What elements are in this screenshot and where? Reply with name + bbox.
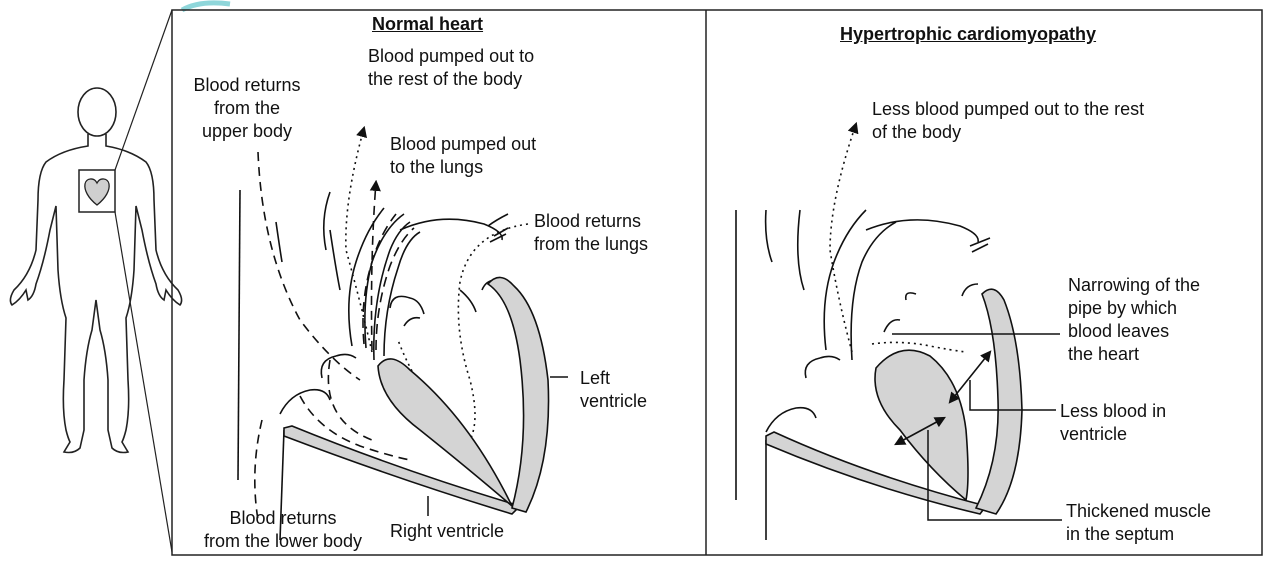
hcm-title: Hypertrophic cardiomyopathy xyxy=(840,24,1096,45)
hcm-left-ventricle-wall xyxy=(976,289,1022,514)
label-narrowing: Narrowing of the pipe by which blood lea… xyxy=(1068,274,1200,366)
body-heart-icon xyxy=(85,179,109,205)
label-pumped-body: Blood pumped out to the rest of the body xyxy=(368,45,534,91)
label-less-blood: Less blood in ventricle xyxy=(1060,400,1166,446)
label-returns-upper: Blood returns from the upper body xyxy=(186,74,308,143)
label-thickened: Thickened muscle in the septum xyxy=(1066,500,1211,546)
label-returns-lower: Blood returns from the lower body xyxy=(194,507,372,553)
zoom-line-bottom xyxy=(115,212,172,552)
human-body-outline xyxy=(10,88,181,453)
label-pumped-lungs: Blood pumped out to the lungs xyxy=(390,133,536,179)
hcm-lung-return-dotted xyxy=(872,342,966,352)
normal-heart-title: Normal heart xyxy=(372,14,483,35)
label-left-ventricle: Left ventricle xyxy=(580,367,647,413)
label-less-pumped: Less blood pumped out to the rest of the… xyxy=(872,98,1144,144)
label-right-ventricle: Right ventricle xyxy=(390,520,504,543)
zoom-line-top xyxy=(115,10,172,170)
label-returns-lungs: Blood returns from the lungs xyxy=(534,210,648,256)
teal-accent xyxy=(182,3,230,10)
hcm-heart-drawing xyxy=(736,210,990,540)
normal-heart-drawing xyxy=(238,152,508,540)
